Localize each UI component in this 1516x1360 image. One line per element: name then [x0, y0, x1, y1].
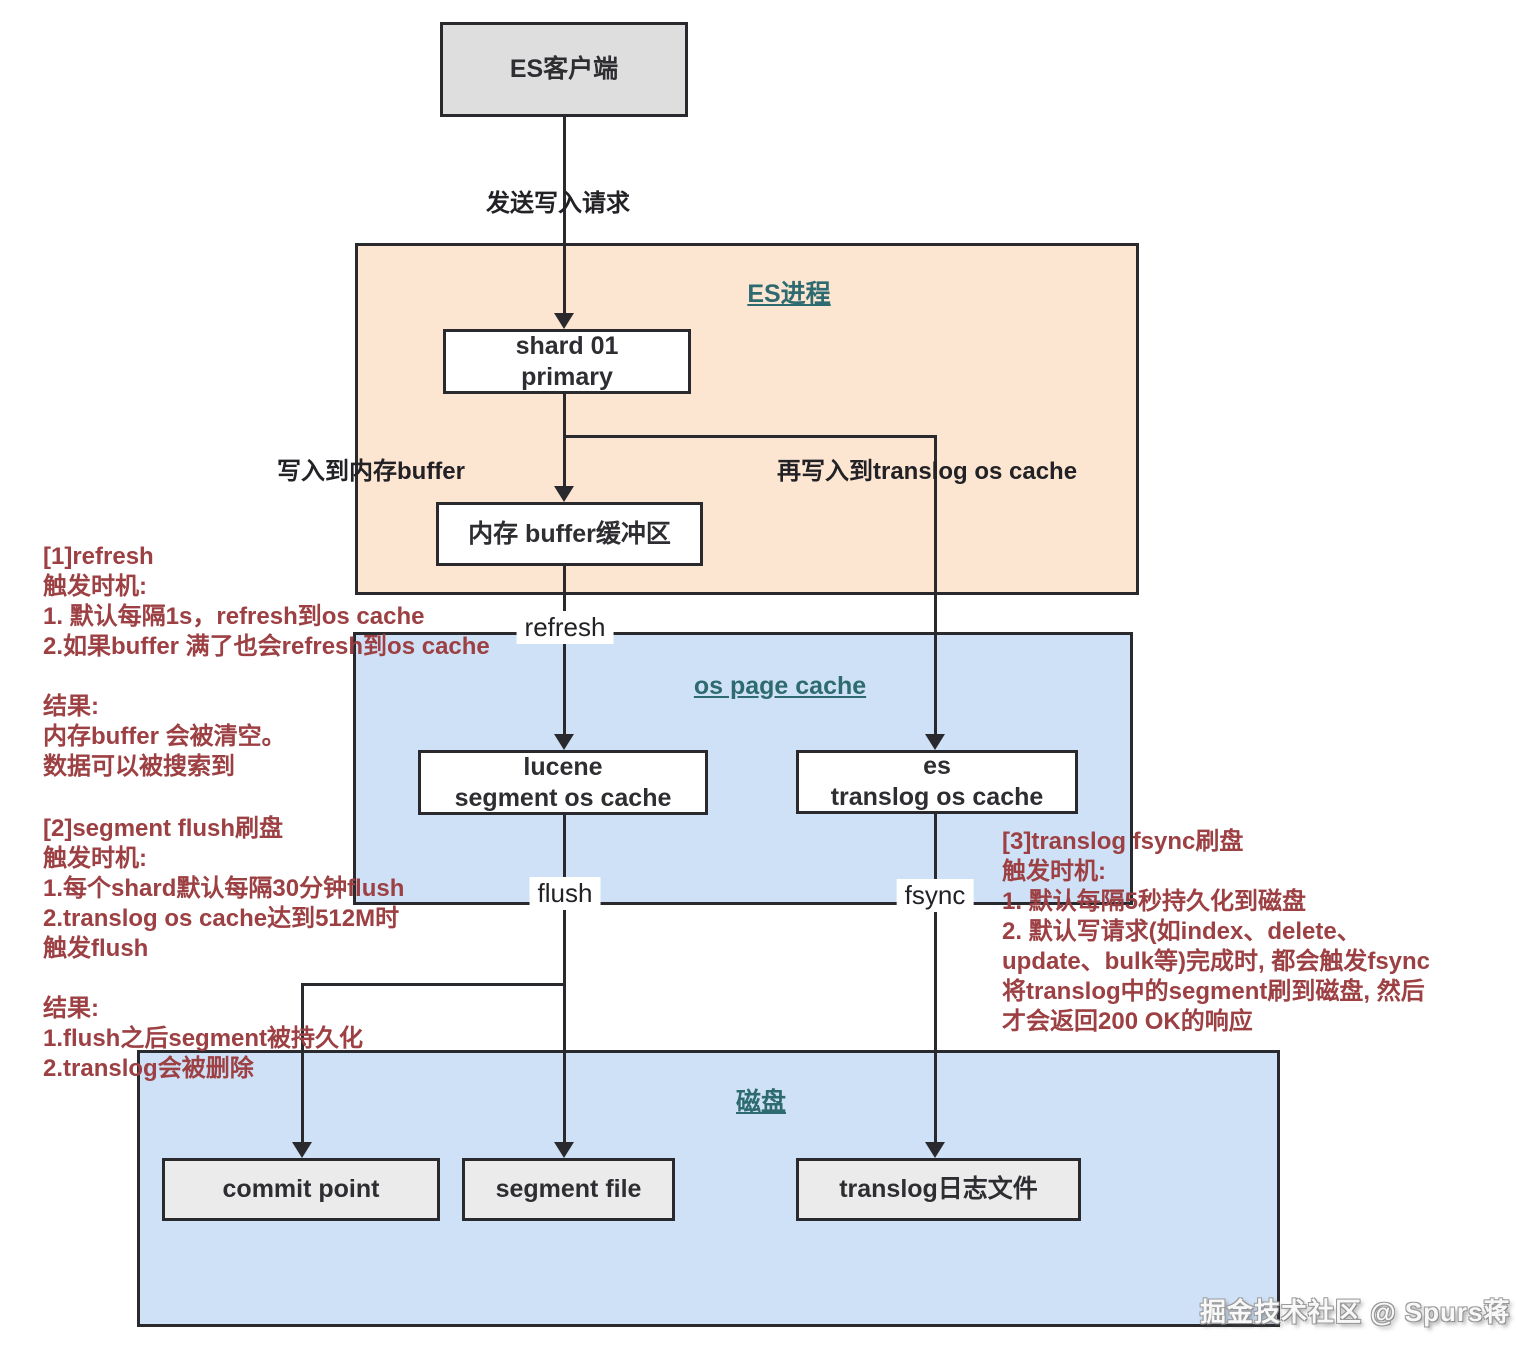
os-page-cache-region-label: os page cache	[693, 672, 867, 700]
segment-file-node: segment file	[462, 1158, 675, 1221]
lucene-line2: segment os cache	[454, 783, 672, 812]
line-branch-to-translog-cache	[934, 435, 937, 735]
commit-point-node: commit point	[162, 1158, 440, 1221]
es-translog-node: es translog os cache	[796, 750, 1078, 814]
segment-file-label: segment file	[495, 1175, 642, 1203]
lucene-line1: lucene	[523, 752, 603, 781]
es-process-region-label: ES进程	[747, 280, 831, 308]
es-translog-line1: es	[923, 752, 951, 780]
line-shard-to-buffer	[563, 394, 566, 489]
es-translog-line2: translog os cache	[830, 783, 1044, 811]
arrowhead-lucene	[554, 734, 574, 750]
edge-label-write-to-buffer: 写入到内存buffer	[277, 458, 465, 485]
line-branch-horizontal	[563, 435, 937, 438]
memory-buffer-label: 内存 buffer缓冲区	[468, 519, 671, 548]
edge-label-send-write-request: 发送写入请求	[486, 190, 630, 217]
flush-note: [2]segment flush刷盘触发时机:1.每个shard默认每隔30分钟…	[43, 815, 405, 1082]
disk-region-label: 磁盘	[735, 1088, 787, 1116]
edge-label-flush: flush	[529, 877, 601, 910]
shard-line2: primary	[521, 362, 613, 391]
edge-label-refresh: refresh	[516, 611, 614, 644]
es-client-node: ES客户端	[440, 22, 688, 117]
arrowhead-shard	[554, 313, 574, 329]
es-client-label: ES客户端	[509, 55, 619, 83]
lucene-segment-node: lucene segment os cache	[418, 750, 708, 815]
shard-primary-node: shard 01 primary	[443, 329, 691, 394]
arrowhead-segment-file	[554, 1142, 574, 1158]
edge-label-fsync: fsync	[896, 879, 974, 912]
line-elbow-horizontal	[301, 983, 566, 986]
arrowhead-commit-point	[292, 1142, 312, 1158]
edge-label-write-to-translog: 再写入到translog os cache	[777, 458, 1078, 485]
arrowhead-es-translog	[925, 734, 945, 750]
arrowhead-translog-file	[925, 1142, 945, 1158]
line-client-to-shard	[563, 117, 566, 317]
translog-file-label: translog日志文件	[839, 1175, 1038, 1203]
shard-line1: shard 01	[515, 331, 619, 360]
watermark: 掘金技术社区 @ Spurs蒋	[1200, 1297, 1511, 1327]
line-lucene-to-segment-file	[563, 815, 566, 1145]
line-translog-cache-to-file	[934, 814, 937, 1144]
memory-buffer-node: 内存 buffer缓冲区	[436, 502, 703, 566]
commit-point-label: commit point	[222, 1175, 380, 1203]
arrowhead-buffer	[554, 486, 574, 502]
translog-file-node: translog日志文件	[796, 1158, 1081, 1221]
line-elbow-to-commit-point	[301, 983, 304, 1143]
line-buffer-to-lucene	[563, 566, 566, 736]
